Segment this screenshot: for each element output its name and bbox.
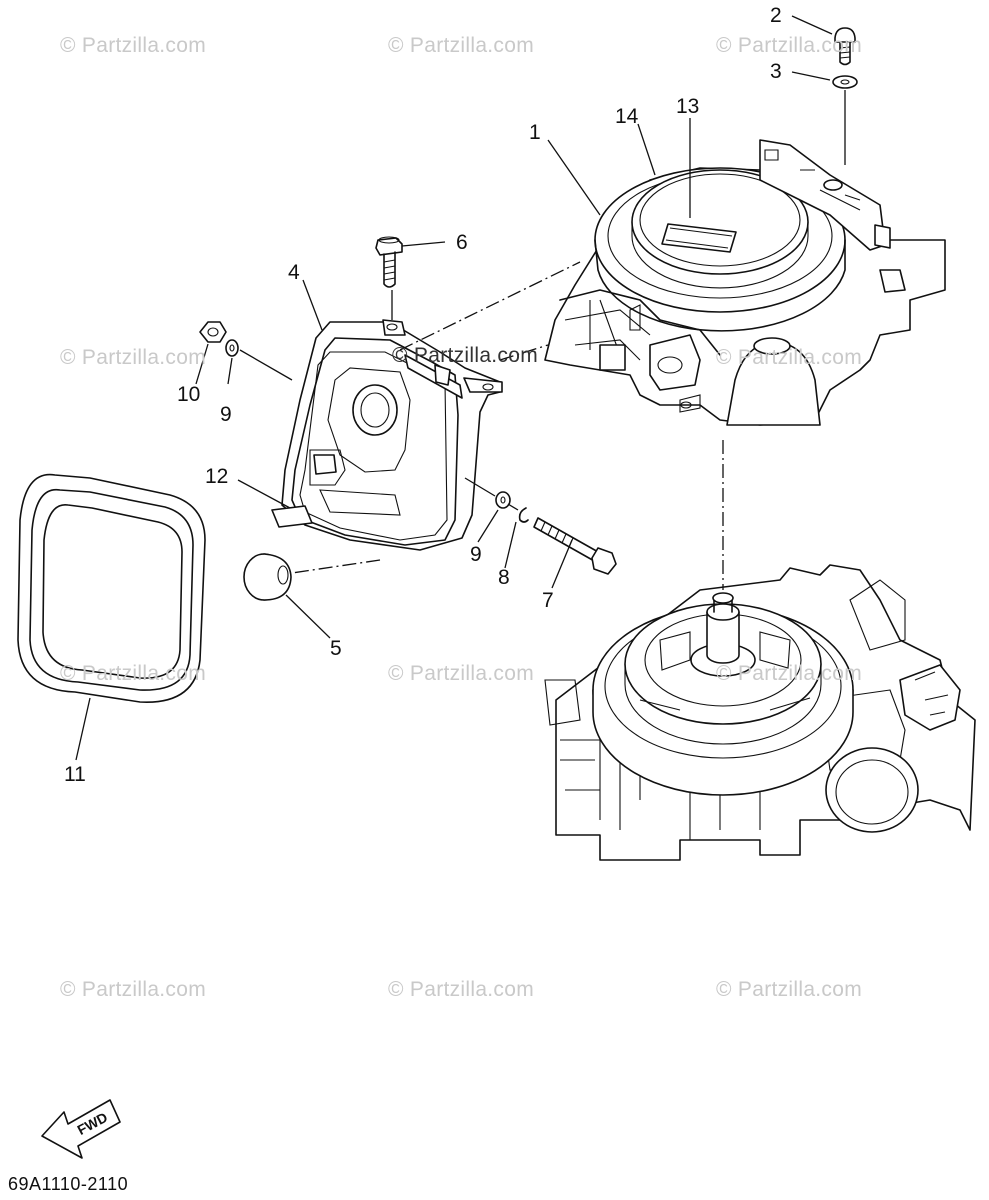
callout-9-lower: 9 (470, 543, 482, 566)
bolt-6 (375, 236, 403, 288)
callout-10: 10 (177, 383, 201, 406)
powerhead-flywheel (544, 564, 976, 861)
watermark: © Partzilla.com (388, 978, 535, 1001)
washer-9-lower (495, 491, 511, 509)
callout-8: 8 (498, 566, 510, 589)
watermark: © Partzilla.com (716, 34, 863, 57)
bolt-7 (533, 517, 617, 575)
callout-7: 7 (542, 589, 554, 612)
callout-4: 4 (288, 261, 300, 284)
nut-10 (199, 321, 227, 343)
grommet-5 (243, 553, 292, 601)
watermark: © Partzilla.com (60, 662, 207, 685)
label-12 (271, 505, 313, 528)
callout-1: 1 (529, 121, 541, 144)
flywheel-cover (544, 139, 946, 426)
intake-housing (281, 319, 503, 551)
watermark-center: © Partzilla.com (392, 344, 539, 367)
watermark: © Partzilla.com (388, 34, 535, 57)
watermark: © Partzilla.com (388, 662, 535, 685)
watermark: © Partzilla.com (716, 978, 863, 1001)
watermark: © Partzilla.com (60, 346, 207, 369)
callout-2: 2 (770, 4, 782, 27)
callout-14: 14 (615, 105, 639, 128)
fwd-arrow-icon: FWD (41, 1099, 121, 1159)
washer-3 (832, 75, 858, 89)
diagram-code: 69A1110-2110 (8, 1174, 129, 1194)
callout-5: 5 (330, 637, 342, 660)
callout-6: 6 (456, 231, 468, 254)
callout-12: 12 (205, 465, 229, 488)
callout-11: 11 (64, 763, 86, 786)
assembly-lines (75, 15, 846, 761)
callout-13: 13 (676, 95, 700, 118)
watermark: © Partzilla.com (716, 662, 863, 685)
seal-11 (17, 473, 206, 703)
washer-9-upper (225, 339, 239, 357)
callout-9-upper: 9 (220, 403, 232, 426)
watermark: © Partzilla.com (60, 34, 207, 57)
bolt-2 (834, 27, 856, 66)
watermark: © Partzilla.com (60, 978, 207, 1001)
watermark: © Partzilla.com (716, 346, 863, 369)
callout-3: 3 (770, 60, 782, 83)
spring-washer-8 (518, 507, 529, 523)
